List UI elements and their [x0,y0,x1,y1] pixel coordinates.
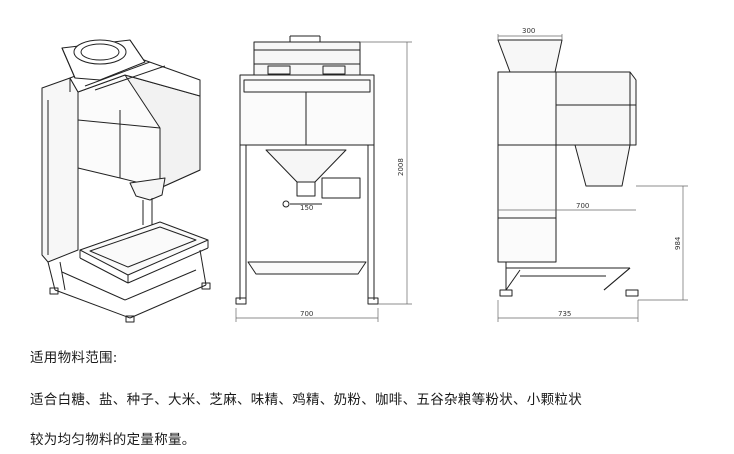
side-view [497,34,688,322]
iso-stand [47,249,211,323]
iso-left-column [41,77,79,263]
front-top-box [253,41,361,76]
front-cabinet [239,74,375,146]
dim-hopper-top-width: 300 [522,27,535,35]
machine-technical-drawing: 700 2008 150 300 700 984 735 [41,27,688,323]
iso-tray [79,221,209,276]
application-range-line-1: 适合白糖、盐、种子、大米、芝麻、味精、鸡精、奶粉、咖啡、五谷杂粮等粉状、小颗粒状 [30,392,582,408]
front-tray [247,261,367,275]
dim-side-upper-depth: 700 [576,202,589,210]
application-range-line-2: 较为均匀物料的定量称量。 [30,432,196,448]
front-funnel [265,149,347,183]
application-range-title: 适用物料范围: [30,350,118,366]
side-column [497,71,557,263]
side-funnel [574,144,631,187]
dim-front-width: 700 [300,310,313,318]
dim-side-lower-height: 984 [674,236,682,250]
dim-front-height: 2008 [397,158,405,176]
side-top-hopper [497,39,563,73]
dim-outlet-diameter: 150 [300,204,313,212]
isometric-view [41,39,211,323]
dim-side-base-depth: 735 [558,310,571,318]
side-cabinet [555,71,637,146]
front-view [235,35,412,322]
iso-lower-funnel [129,177,166,201]
front-control-box [321,177,361,199]
